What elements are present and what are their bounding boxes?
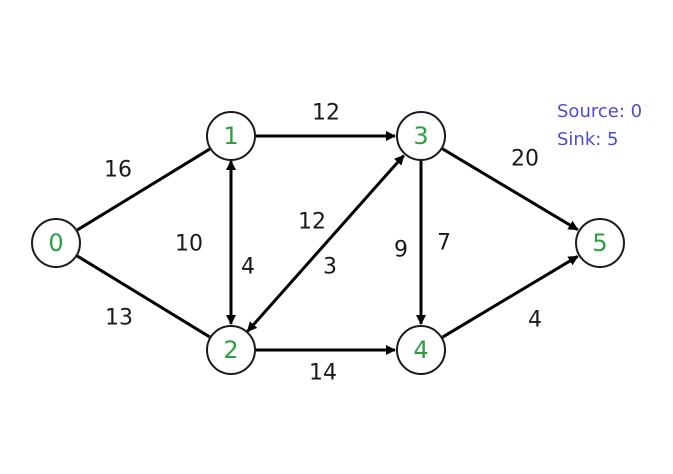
edge-label-4-5: 4 bbox=[528, 308, 542, 333]
edge-label-2-3: 12 bbox=[298, 210, 326, 235]
edge-0-2 bbox=[76, 254, 211, 339]
node-label-0: 0 bbox=[48, 229, 63, 257]
legend-source: Source: 0 bbox=[557, 101, 643, 122]
edge-label-2-1: 4 bbox=[241, 255, 255, 280]
edge-label-3-4: 9 bbox=[394, 238, 408, 263]
edge-label-3-2: 3 bbox=[323, 255, 337, 280]
node-circle-1 bbox=[206, 111, 256, 161]
node-label-1: 1 bbox=[223, 122, 238, 150]
edge-label-1-2: 10 bbox=[175, 232, 203, 257]
legend-sink: Sink: 5 bbox=[557, 129, 619, 150]
node-label-5: 5 bbox=[592, 229, 607, 257]
node-circle-2 bbox=[206, 325, 256, 375]
edge-4-5 bbox=[441, 255, 579, 339]
node-circle-3 bbox=[396, 111, 446, 161]
edge-label-0-2: 13 bbox=[105, 306, 133, 331]
node-circle-0 bbox=[31, 218, 81, 268]
node-circle-5 bbox=[575, 218, 625, 268]
node-2: 2 bbox=[206, 325, 256, 375]
node-4: 4 bbox=[396, 325, 446, 375]
node-3: 3 bbox=[396, 111, 446, 161]
node-5: 5 bbox=[575, 218, 625, 268]
node-label-2: 2 bbox=[223, 336, 238, 364]
edge-label-1-3: 12 bbox=[312, 101, 340, 126]
edge-label-0-1: 16 bbox=[104, 158, 132, 183]
node-0: 0 bbox=[31, 218, 81, 268]
edge-0-1 bbox=[76, 147, 211, 232]
legend: Source: 0 Sink: 5 bbox=[557, 98, 673, 154]
edge-label-3-5: 20 bbox=[511, 147, 539, 172]
node-1: 1 bbox=[206, 111, 256, 161]
edge-label-4-3: 7 bbox=[437, 231, 451, 256]
node-circle-4 bbox=[396, 325, 446, 375]
edge-3-5 bbox=[441, 147, 579, 231]
edge-label-2-4: 14 bbox=[309, 361, 337, 386]
node-label-3: 3 bbox=[413, 122, 428, 150]
edge-2-3 bbox=[246, 154, 405, 333]
node-label-4: 4 bbox=[413, 336, 428, 364]
